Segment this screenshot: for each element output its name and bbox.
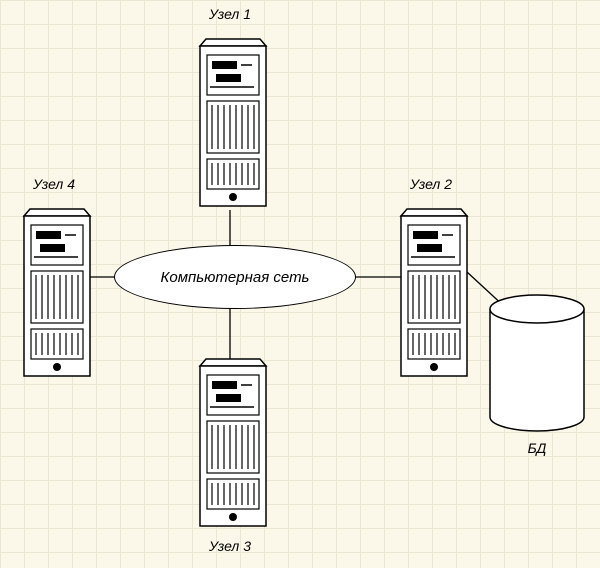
- node3-label: Узел 3: [208, 538, 252, 554]
- server-icon-node3: [198, 358, 268, 527]
- server-icon-node4: [22, 208, 92, 377]
- node4-label: Узел 4: [32, 176, 76, 192]
- server-icon-node1: [198, 38, 268, 207]
- network-label: Компьютерная сеть: [160, 268, 310, 286]
- database-label: БД: [527, 440, 547, 456]
- database-cylinder-icon: [489, 294, 585, 432]
- network-ellipse: Компьютерная сеть: [114, 245, 356, 309]
- server-icon-node2: [399, 208, 469, 377]
- node1-label: Узел 1: [208, 6, 252, 22]
- node2-label: Узел 2: [409, 176, 453, 192]
